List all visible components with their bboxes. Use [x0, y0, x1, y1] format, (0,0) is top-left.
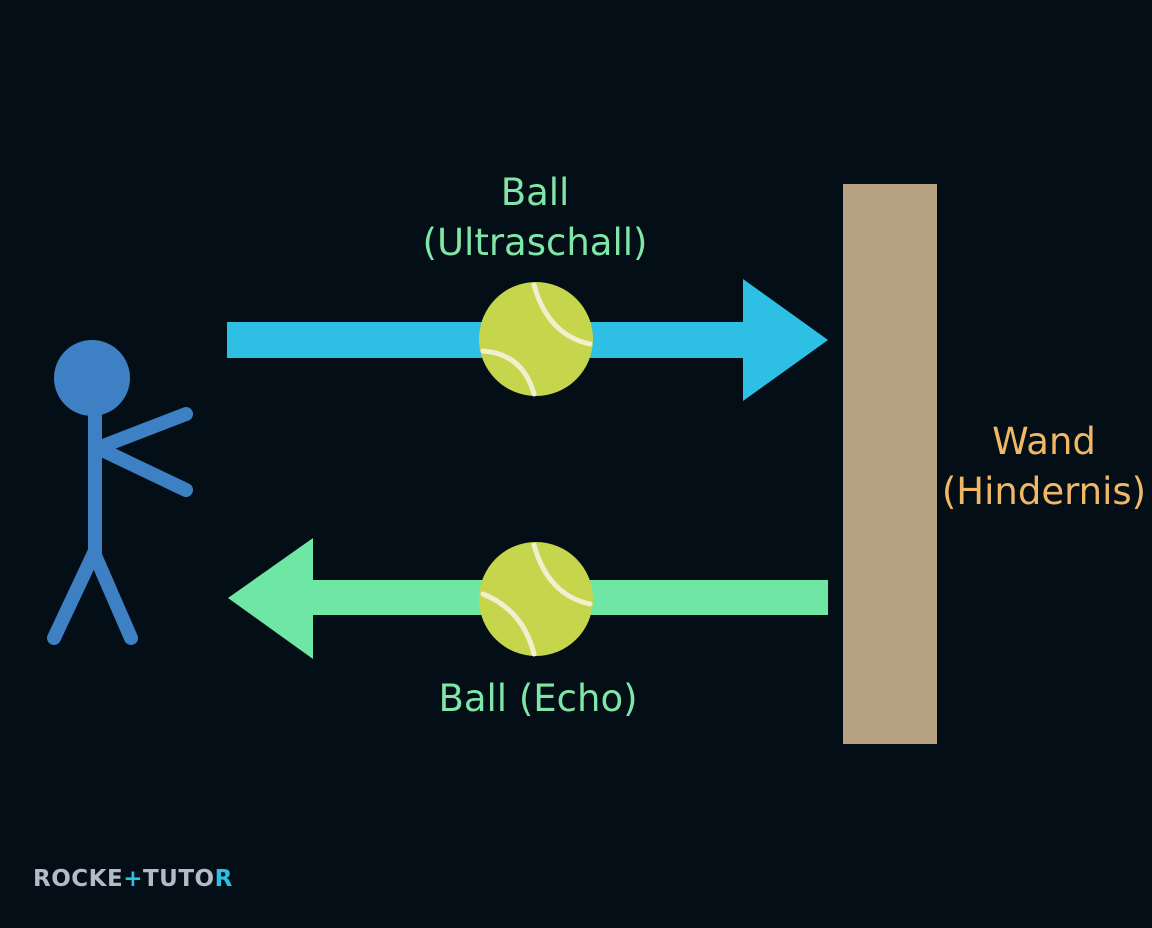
wall-label: Wand (Hindernis)	[936, 417, 1152, 517]
logo-plus-icon: +	[123, 866, 143, 892]
rocket-tutor-logo: ROCKE+TUTOR	[33, 866, 233, 892]
ball-echo-label: Ball (Echo)	[438, 677, 638, 720]
wall-label-line1: Wand	[992, 420, 1096, 463]
wall	[843, 184, 937, 744]
person-icon	[47, 340, 193, 645]
ball-outgoing-label-line1: Ball	[500, 171, 570, 214]
logo-text-part2: TUTO	[142, 866, 215, 892]
ball-outgoing-label: Ball (Ultraschall)	[380, 168, 690, 268]
ball-echo-icon	[479, 542, 593, 657]
logo-text-part1: ROCKE	[33, 866, 124, 892]
ball-outgoing-label-line2: (Ultraschall)	[422, 221, 648, 264]
wall-label-line2: (Hindernis)	[941, 470, 1147, 513]
logo-text-part3: R	[214, 866, 233, 892]
ball-outgoing-icon	[479, 282, 593, 397]
